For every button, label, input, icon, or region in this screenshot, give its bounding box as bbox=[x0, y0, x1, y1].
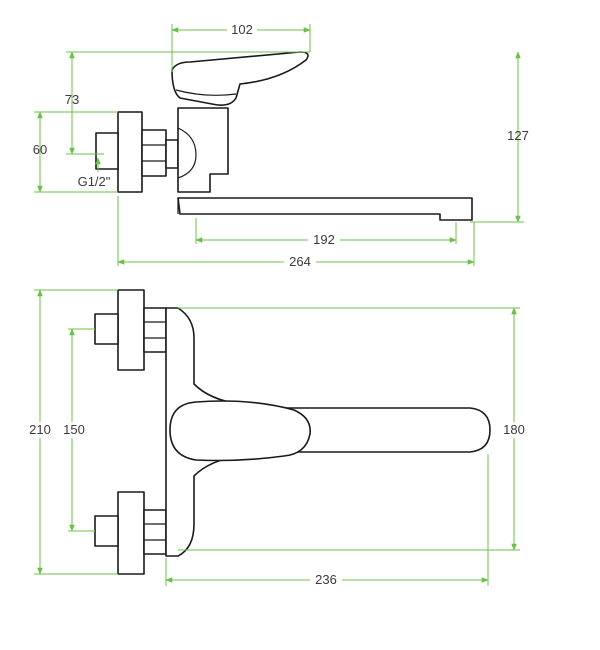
label-127: 127 bbox=[507, 128, 529, 143]
top-view: 210 150 180 236 bbox=[26, 289, 529, 588]
label-102: 102 bbox=[231, 22, 253, 37]
side-spout bbox=[177, 197, 473, 221]
top-lower-hex-nut bbox=[143, 509, 167, 555]
label-210: 210 bbox=[29, 422, 51, 437]
top-lever-handle bbox=[169, 400, 311, 462]
label-thread: G1/2" bbox=[78, 174, 111, 189]
label-236: 236 bbox=[315, 572, 337, 587]
label-192: 192 bbox=[313, 232, 335, 247]
side-connector bbox=[165, 139, 179, 169]
label-150: 150 bbox=[63, 422, 85, 437]
top-upper-hex-nut bbox=[143, 307, 167, 353]
side-valve-body bbox=[177, 107, 229, 193]
top-lower-inlet-stub bbox=[94, 515, 119, 547]
top-upper-flange bbox=[117, 289, 145, 371]
side-lever-handle bbox=[171, 51, 309, 106]
label-264: 264 bbox=[289, 254, 311, 269]
label-180: 180 bbox=[503, 422, 525, 437]
label-73: 73 bbox=[65, 92, 79, 107]
side-hex-nut bbox=[141, 129, 167, 177]
side-inlet-stub bbox=[95, 132, 119, 170]
top-upper-inlet-stub bbox=[94, 313, 119, 345]
side-wall-flange bbox=[117, 111, 143, 193]
label-60: 60 bbox=[33, 142, 47, 157]
top-lower-flange bbox=[117, 491, 145, 575]
side-view: 102 73 60 G1/2" 127 192 264 bbox=[33, 22, 529, 269]
